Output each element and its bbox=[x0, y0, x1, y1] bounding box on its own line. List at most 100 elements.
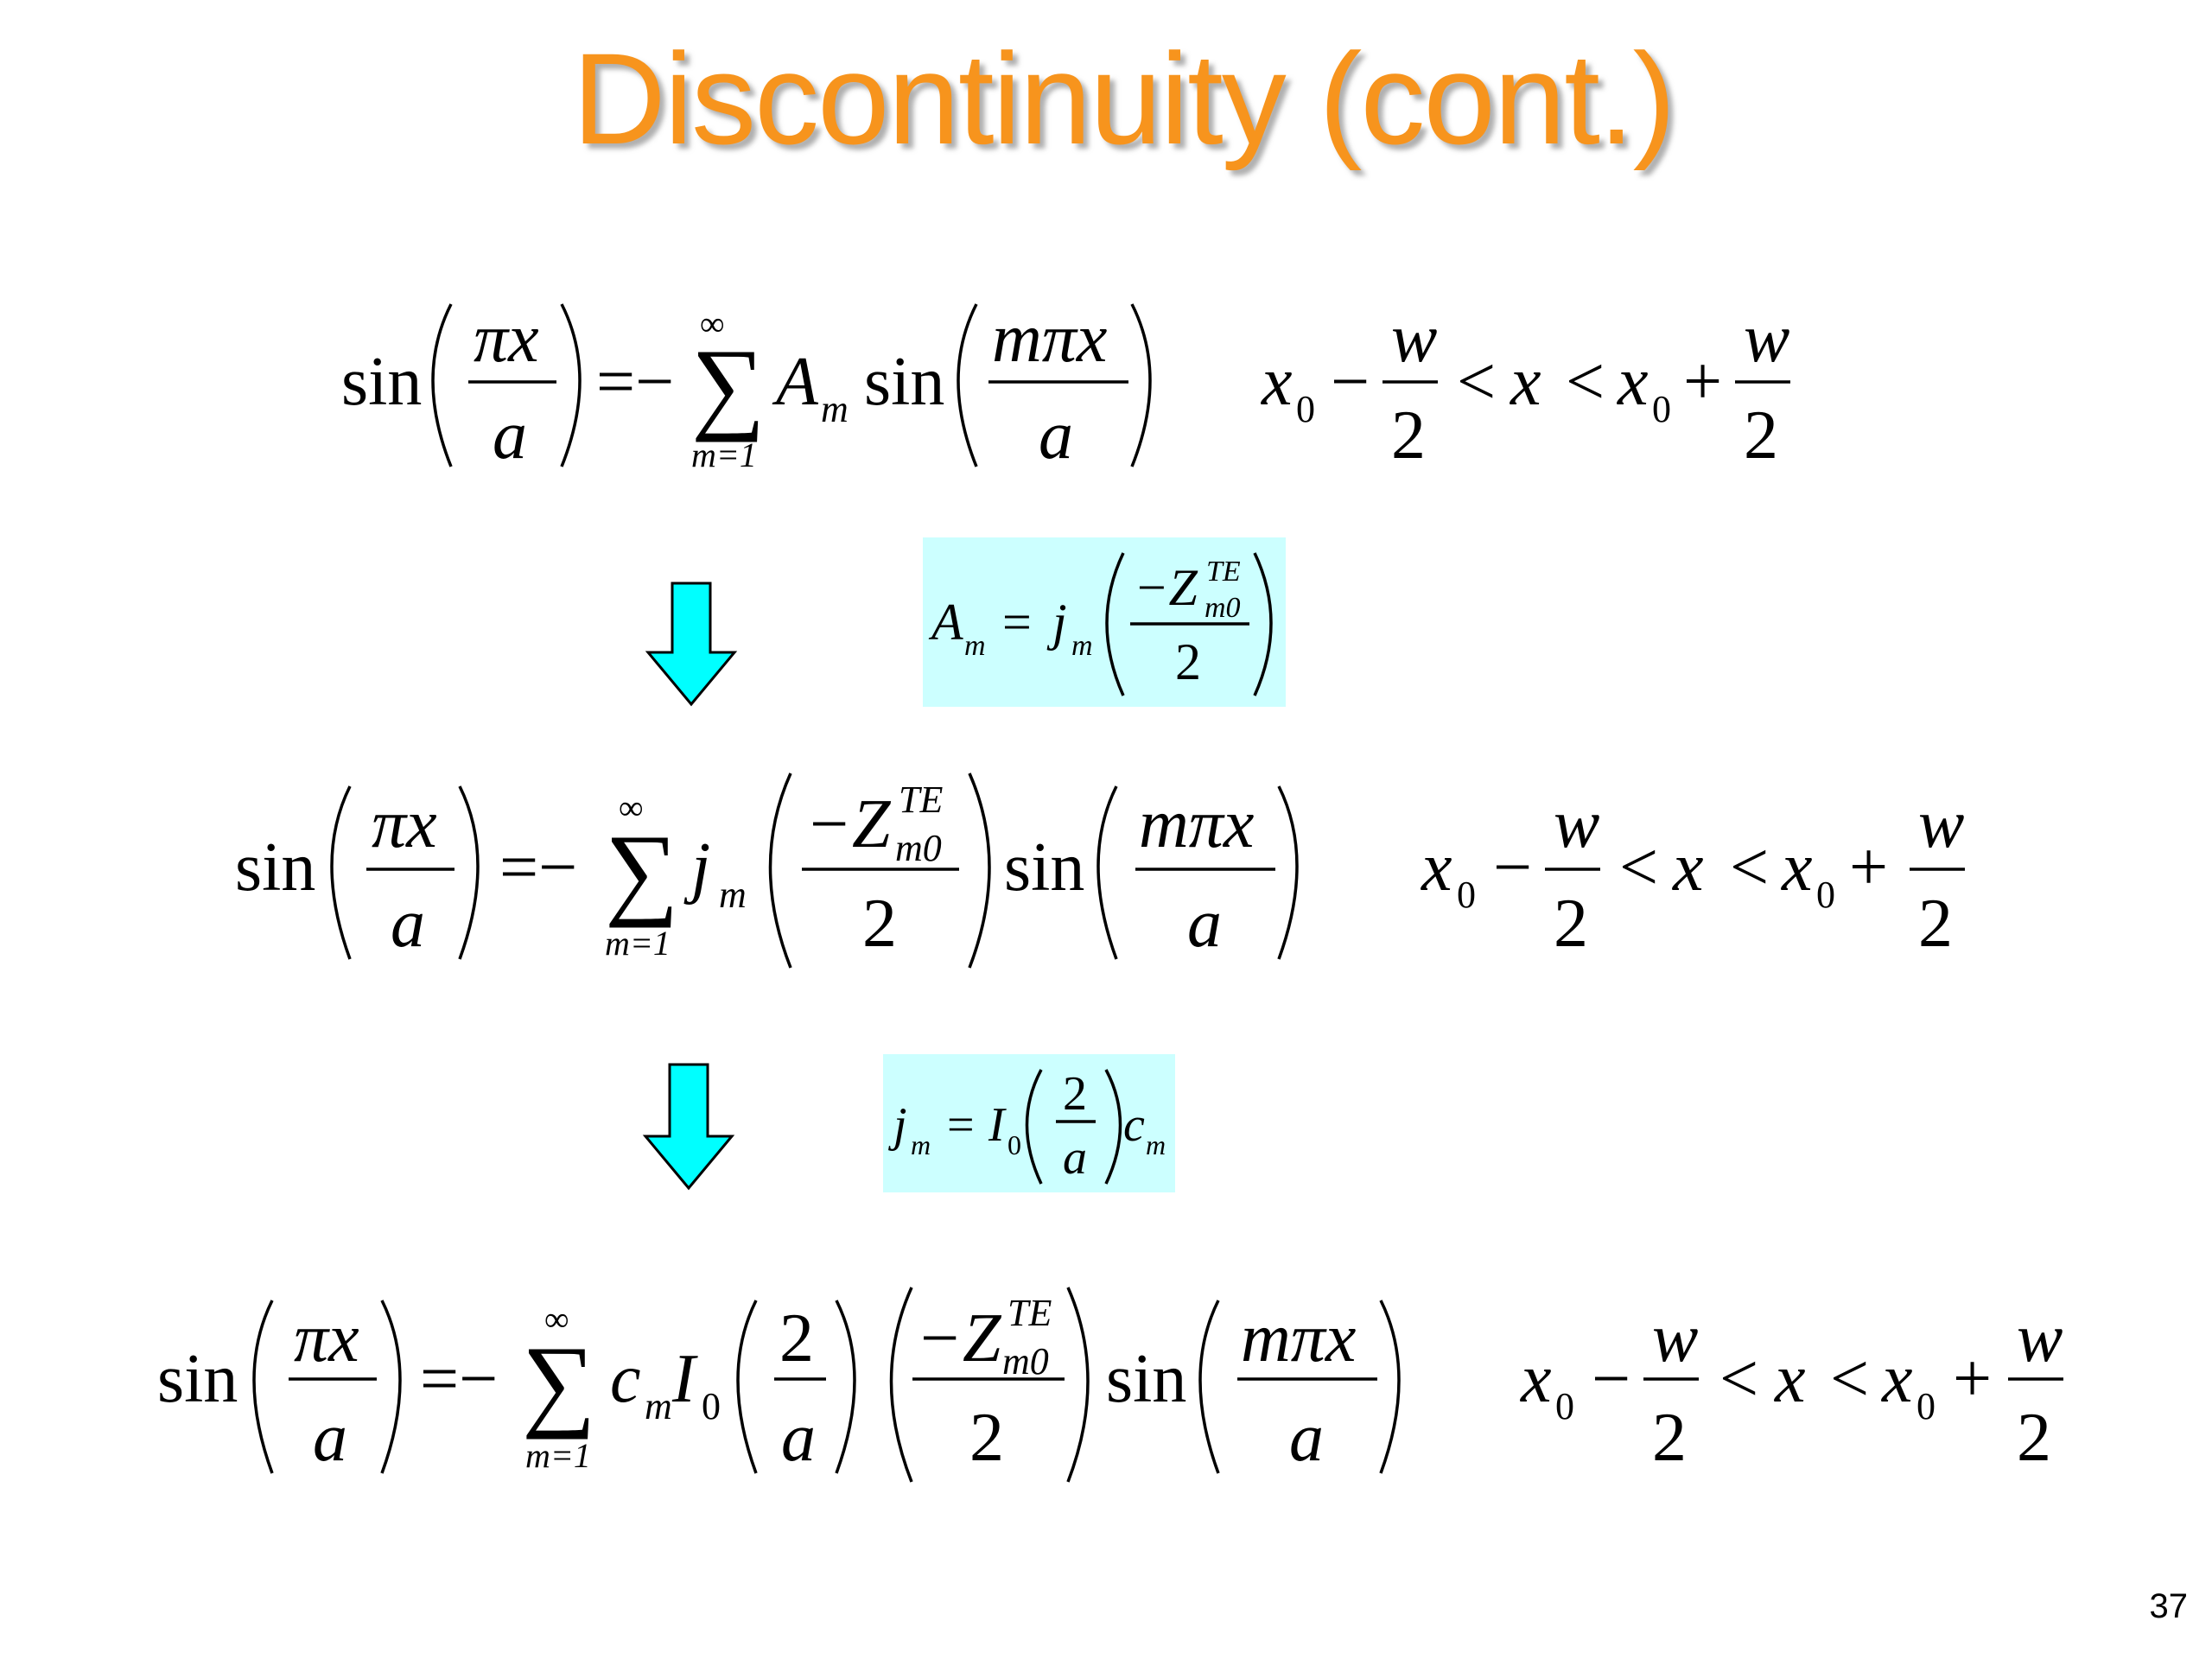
svg-text:I: I bbox=[671, 1341, 698, 1417]
sum-lower-limit: m=1 bbox=[691, 435, 757, 474]
svg-text:w: w bbox=[1652, 1300, 1698, 1376]
svg-text:−: − bbox=[1493, 830, 1532, 906]
svg-text:2: 2 bbox=[1652, 1400, 1687, 1476]
svg-text:πx: πx bbox=[372, 786, 437, 862]
svg-text:m: m bbox=[645, 1385, 672, 1427]
svg-text:+: + bbox=[1849, 830, 1888, 906]
fraction-denominator: a bbox=[493, 397, 527, 474]
svg-text:πx: πx bbox=[294, 1300, 359, 1376]
svg-text:m: m bbox=[1146, 1129, 1166, 1160]
svg-text:0: 0 bbox=[1652, 388, 1671, 430]
right-paren bbox=[560, 303, 582, 467]
fraction-denominator: a bbox=[1039, 397, 1073, 474]
svg-text:m: m bbox=[911, 1129, 931, 1160]
svg-text:TE: TE bbox=[1007, 1292, 1052, 1334]
svg-text:+: + bbox=[1953, 1341, 1992, 1417]
svg-text:2: 2 bbox=[1063, 1067, 1087, 1121]
substitution-box-1: A m = j m −Z TE m0 2 bbox=[923, 537, 1286, 707]
svg-text:x: x bbox=[1881, 1341, 1913, 1417]
domain-condition: x 0 − w 2 < x < x 0 + w 2 bbox=[1520, 1300, 2063, 1476]
svg-text:2: 2 bbox=[862, 886, 897, 962]
svg-text:w: w bbox=[1918, 786, 1964, 862]
svg-text:TE: TE bbox=[899, 779, 943, 821]
svg-text:2: 2 bbox=[1391, 397, 1426, 474]
svg-text:I: I bbox=[988, 1098, 1007, 1152]
svg-text:<: < bbox=[1830, 1341, 1869, 1417]
fraction-numerator: mπx bbox=[992, 301, 1107, 377]
svg-text:m: m bbox=[964, 630, 986, 662]
svg-text:m=1: m=1 bbox=[525, 1436, 591, 1475]
svg-text:2: 2 bbox=[779, 1300, 814, 1376]
svg-text:2: 2 bbox=[2017, 1400, 2051, 1476]
svg-text:x: x bbox=[1781, 830, 1813, 906]
svg-text:x: x bbox=[1617, 344, 1649, 420]
subscript-m: m bbox=[821, 388, 849, 430]
svg-text:<: < bbox=[1619, 830, 1658, 906]
left-paren bbox=[957, 303, 978, 467]
substitution-box-2: j m = I 0 2 a c m bbox=[883, 1054, 1175, 1192]
svg-text:=−: =− bbox=[499, 830, 577, 906]
svg-text:0: 0 bbox=[702, 1385, 721, 1427]
svg-text:x: x bbox=[1510, 344, 1541, 420]
slide-title: Discontinuity (cont.) bbox=[572, 26, 1675, 171]
svg-text:0: 0 bbox=[1007, 1129, 1021, 1160]
svg-text:<: < bbox=[1457, 344, 1496, 420]
svg-text:0: 0 bbox=[1457, 874, 1476, 916]
svg-text:0: 0 bbox=[1296, 388, 1315, 430]
svg-text:sin: sin bbox=[1106, 1341, 1186, 1417]
svg-text:A: A bbox=[928, 594, 963, 651]
svg-text:<: < bbox=[1566, 344, 1605, 420]
svg-text:m: m bbox=[719, 874, 747, 916]
page-number: 37 bbox=[2149, 1587, 2189, 1625]
equation-1: sin πx a =− ∞ ∑ m=1 A m sin mπx a x 0 − … bbox=[341, 301, 1790, 474]
svg-text:m0: m0 bbox=[895, 827, 942, 869]
fraction-numerator: πx bbox=[474, 301, 539, 377]
coefficient-A: A bbox=[772, 344, 819, 420]
svg-text:x: x bbox=[1520, 1341, 1552, 1417]
svg-text:∑: ∑ bbox=[605, 813, 679, 928]
svg-text:0: 0 bbox=[1916, 1385, 1936, 1427]
svg-text:w: w bbox=[1391, 301, 1437, 377]
svg-text:x: x bbox=[1261, 344, 1293, 420]
svg-text:2: 2 bbox=[1918, 886, 1953, 962]
svg-text:0: 0 bbox=[1816, 874, 1835, 916]
svg-text:w: w bbox=[1554, 786, 1599, 862]
svg-text:−: − bbox=[1592, 1341, 1630, 1417]
svg-text:m0: m0 bbox=[1205, 592, 1241, 624]
svg-text:a: a bbox=[1187, 886, 1222, 962]
equation-2: sin πx a =− ∞ ∑ m=1 j m −Z TE m0 2 sin m… bbox=[235, 772, 1965, 969]
domain-condition: x 0 − w 2 < x < x 0 + w 2 bbox=[1421, 786, 1965, 962]
svg-text:2: 2 bbox=[969, 1400, 1004, 1476]
svg-text:=: = bbox=[947, 1098, 975, 1152]
svg-text:x: x bbox=[1774, 1341, 1806, 1417]
sum-upper-limit: ∞ bbox=[700, 304, 725, 343]
svg-text:m0: m0 bbox=[1002, 1340, 1049, 1382]
svg-text:−Z: −Z bbox=[805, 786, 892, 862]
svg-text:2: 2 bbox=[1175, 633, 1201, 690]
sin-label: sin bbox=[341, 344, 422, 420]
svg-text:mπx: mπx bbox=[1139, 786, 1254, 862]
svg-text:0: 0 bbox=[1555, 1385, 1574, 1427]
svg-text:−Z: −Z bbox=[1134, 559, 1198, 616]
sin-label: sin bbox=[864, 344, 944, 420]
svg-text:∞: ∞ bbox=[544, 1300, 569, 1338]
equation-3: sin πx a =− ∞ ∑ m=1 c m I 0 2 a −Z TE m0… bbox=[157, 1287, 2063, 1483]
svg-text:2: 2 bbox=[1554, 886, 1588, 962]
svg-text:a: a bbox=[1063, 1131, 1087, 1185]
svg-text:=: = bbox=[1002, 594, 1032, 651]
svg-text:a: a bbox=[1289, 1400, 1324, 1476]
svg-text:a: a bbox=[391, 886, 425, 962]
svg-text:w: w bbox=[2017, 1300, 2063, 1376]
svg-text:sin: sin bbox=[1004, 830, 1084, 906]
svg-text:<: < bbox=[1730, 830, 1769, 906]
svg-text:a: a bbox=[313, 1400, 347, 1476]
svg-text:w: w bbox=[1744, 301, 1789, 377]
svg-text:m: m bbox=[1071, 630, 1093, 662]
left-paren bbox=[431, 303, 453, 467]
svg-text:c: c bbox=[1123, 1098, 1145, 1152]
right-paren bbox=[1130, 303, 1152, 467]
svg-text:mπx: mπx bbox=[1241, 1300, 1356, 1376]
svg-text:=−: =− bbox=[420, 1341, 498, 1417]
svg-text:+: + bbox=[1683, 344, 1722, 420]
